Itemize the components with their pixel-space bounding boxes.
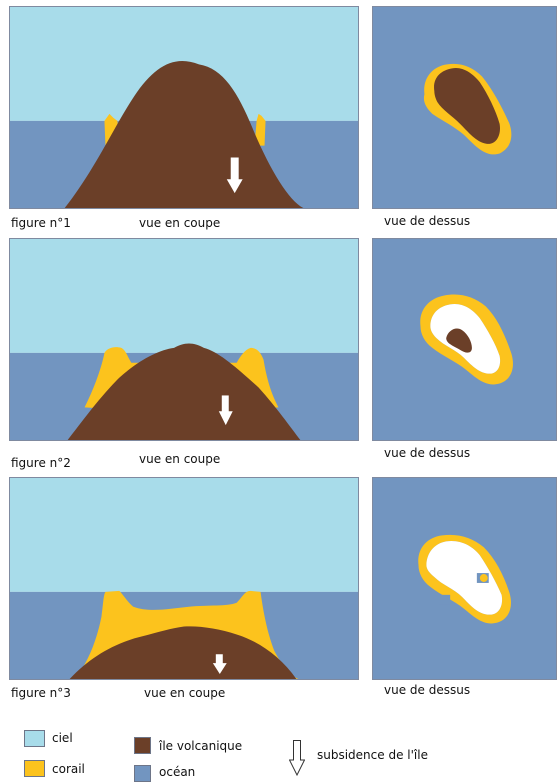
legend-label-ile: île volcanique [159, 739, 242, 753]
figure-1-top-view [372, 6, 557, 209]
figure-1-cross-section [9, 6, 359, 209]
figure-1-top-caption: vue de dessus [384, 214, 470, 228]
legend-swatch-ocean [134, 765, 151, 782]
figure-3-top-view [372, 477, 557, 680]
legend-label-corail: corail [52, 762, 85, 776]
legend-label-ciel: ciel [52, 731, 73, 745]
sky-area [10, 239, 358, 353]
hollow-down-arrow-icon [289, 740, 305, 776]
legend-label-subsidence: subsidence de l'île [317, 748, 428, 762]
figure-3-section-caption: vue en coupe [144, 686, 225, 700]
figure-2-cross-section [9, 238, 359, 441]
figure-2-label: figure n°2 [11, 456, 71, 470]
legend-swatch-corail [24, 760, 45, 777]
legend-swatch-ciel [24, 730, 45, 747]
figure-3-cross-section [9, 477, 359, 680]
figure-1-label: figure n°1 [11, 216, 71, 230]
reef-gap [438, 595, 450, 605]
figure-3-top-caption: vue de dessus [384, 683, 470, 697]
figure-2-top-caption: vue de dessus [384, 446, 470, 460]
figure-1-section-caption: vue en coupe [139, 216, 220, 230]
sky-area [10, 478, 358, 592]
coral-islet [480, 574, 488, 582]
legend-label-ocean: océan [159, 765, 195, 779]
figure-2-section-caption: vue en coupe [139, 452, 220, 466]
figure-3-label: figure n°3 [11, 686, 71, 700]
figure-2-top-view [372, 238, 557, 441]
legend-swatch-ile [134, 737, 151, 754]
